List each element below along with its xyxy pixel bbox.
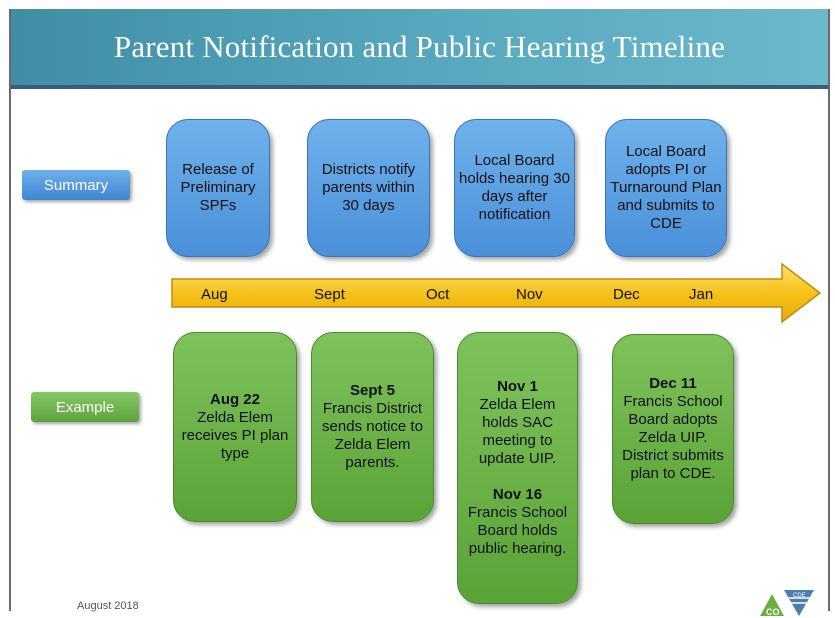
- logo-text: CO: [766, 607, 780, 617]
- summary-box-4: Local Board adopts PI or Turnaround Plan…: [605, 119, 727, 257]
- summary-label: Summary: [22, 170, 130, 200]
- slide-title: Parent Notification and Public Hearing T…: [113, 29, 726, 64]
- cde-logo-icon: CO CDE: [760, 590, 814, 617]
- example-box-4: Dec 11 Francis School Board adopts Zelda…: [612, 334, 734, 524]
- summary-box-1: Release of Preliminary SPFs: [166, 119, 270, 257]
- month-dec: Dec: [613, 286, 640, 303]
- example-date-4: Dec 11: [649, 375, 697, 392]
- slide-frame: [9, 9, 830, 611]
- footer-date: August 2018: [77, 600, 139, 612]
- example-text-3b: Francis School Board holds public hearin…: [467, 504, 568, 557]
- example-box-3: Nov 1 Zelda Elem holds SAC meeting to up…: [457, 332, 578, 604]
- month-nov: Nov: [516, 286, 543, 303]
- example-text-1: Zelda Elem receives PI plan type: [181, 409, 289, 462]
- timeline-arrow: [171, 262, 822, 324]
- month-sept: Sept: [314, 286, 345, 303]
- example-date-3b: Nov 16: [492, 486, 543, 503]
- summary-box-3: Local Board holds hearing 30 days after …: [454, 119, 575, 257]
- example-box-1: Aug 22 Zelda Elem receives PI plan type: [173, 332, 297, 522]
- title-bar: Parent Notification and Public Hearing T…: [11, 9, 828, 89]
- example-box-2: Sept 5 Francis District sends notice to …: [311, 332, 434, 522]
- example-text-3: Zelda Elem holds SAC meeting to update U…: [478, 396, 557, 467]
- month-jan: Jan: [689, 286, 714, 303]
- example-date-2: Sept 5: [349, 382, 395, 399]
- example-date-1: Aug 22: [209, 391, 260, 408]
- example-text-2: Francis District sends notice to Zelda E…: [322, 400, 423, 471]
- summary-box-2: Districts notify parents within 30 days: [307, 119, 430, 257]
- logo-subtext: CDE: [793, 593, 806, 599]
- example-date-3: Nov 1: [497, 378, 538, 395]
- example-text-4: Francis School Board adopts Zelda UIP. D…: [622, 393, 724, 482]
- example-label: Example: [31, 392, 139, 422]
- month-aug: Aug: [201, 286, 228, 303]
- month-oct: Oct: [426, 286, 450, 303]
